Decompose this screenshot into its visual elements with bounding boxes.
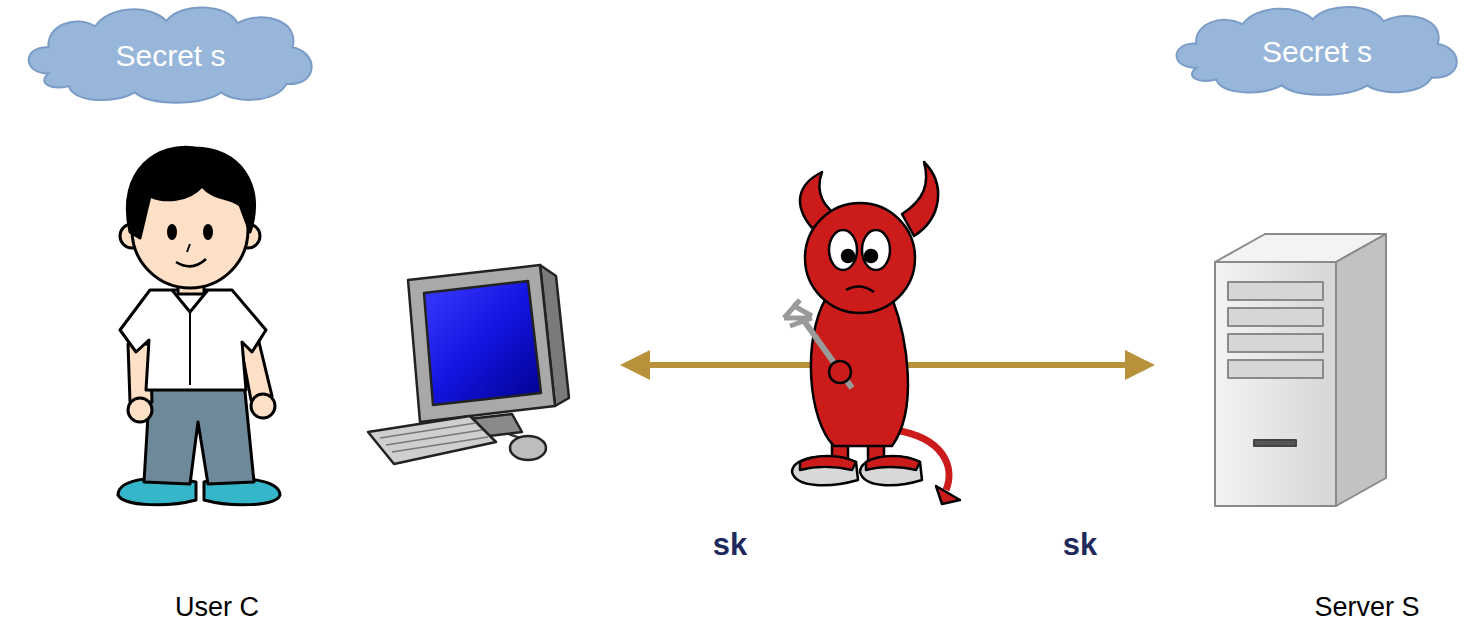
server-tower bbox=[1215, 234, 1386, 506]
key-label: sk bbox=[713, 527, 747, 563]
party-node: User C bbox=[100, 140, 620, 623]
computer-icon bbox=[368, 265, 569, 464]
party-node: Server S bbox=[1155, 140, 1470, 623]
secret-cloud: Secret s bbox=[18, 0, 323, 105]
party-name: Server S bbox=[1314, 592, 1420, 623]
arrow-head bbox=[1125, 350, 1155, 380]
arrow-head bbox=[620, 350, 650, 380]
secret-label: Secret s bbox=[1262, 35, 1372, 69]
party-name: User C bbox=[175, 592, 260, 623]
secret-cloud: Secret s bbox=[1166, 0, 1468, 97]
key-label: sk bbox=[1063, 527, 1097, 563]
secret-label: Secret s bbox=[115, 39, 225, 73]
user-figure bbox=[118, 147, 280, 505]
attacker-daemon bbox=[784, 162, 960, 504]
